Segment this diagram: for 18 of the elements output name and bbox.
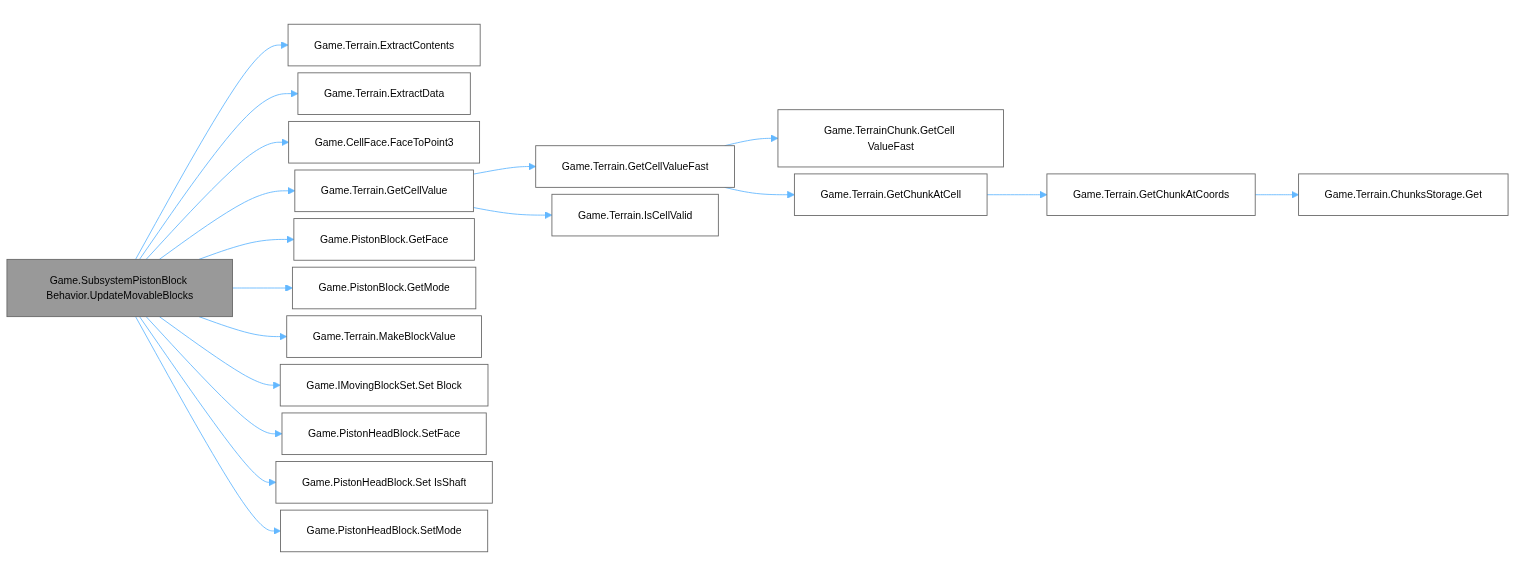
node-box: Game.Terrain.GetChunkAtCoords: [1046, 173, 1256, 216]
node-box: Game.Terrain.GetCellValue: [294, 169, 474, 213]
node-box: Game.Terrain.MakeBlockValue: [286, 315, 482, 358]
node-box: Game.SubsystemPistonBlock Behavior.UpdateMovableBlocks: [6, 258, 233, 318]
node-box: Game.Terrain.ExtractContents: [287, 23, 481, 67]
node-box: Game.PistonBlock.GetMode: [291, 266, 477, 310]
node-box: Game.PistonHeadBlock.Set IsShaft: [275, 461, 493, 504]
node-box: Game.TerrainChunk.GetCell ValueFast: [777, 109, 1004, 168]
node-box: Game.Terrain.ExtractData: [297, 72, 471, 115]
node-box: Game.Terrain.GetChunkAtCell: [793, 173, 988, 216]
node-box: Game.Terrain.GetCellValueFast: [535, 145, 735, 188]
node-box: Game.PistonHeadBlock.SetFace: [281, 412, 487, 456]
node-box: Game.CellFace.FaceToPoint3: [288, 120, 481, 164]
node-box: Game.Terrain.IsCellValid: [551, 193, 719, 237]
node-box: Game.IMovingBlockSet.Set Block: [279, 363, 489, 407]
node-box: Game.PistonHeadBlock.SetMode: [280, 509, 489, 553]
node-box: Game.Terrain.ChunksStorage.Get: [1298, 173, 1509, 216]
node-box: Game.PistonBlock.GetFace: [293, 218, 475, 261]
